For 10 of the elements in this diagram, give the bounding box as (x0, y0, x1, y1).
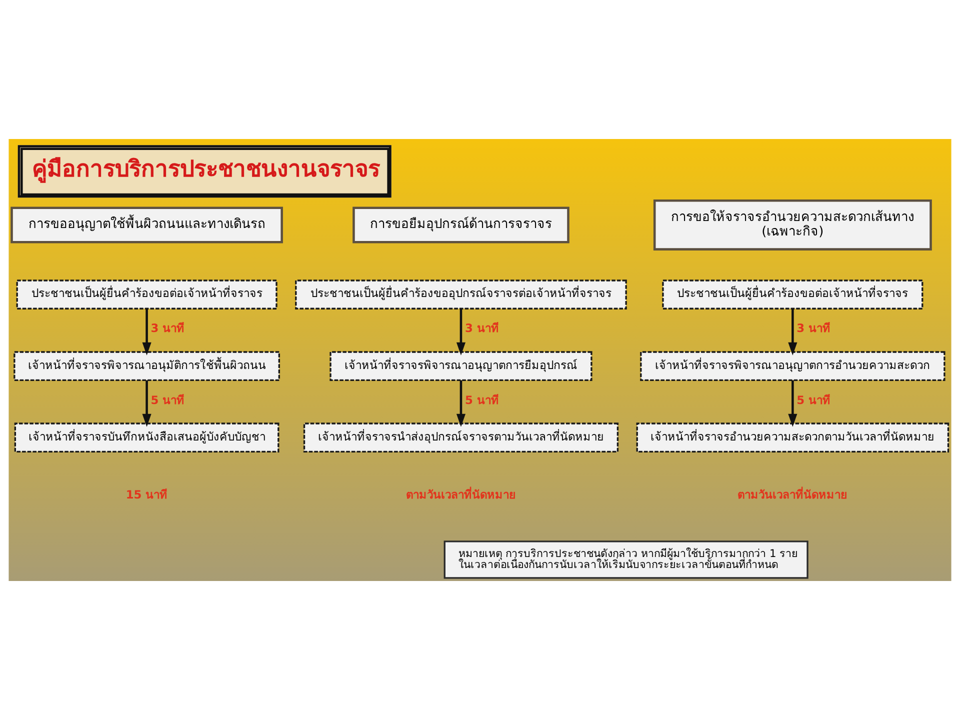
edge-label: 5 นาที (150, 392, 185, 407)
edge-label: 5 นาที (464, 392, 499, 407)
edge-label: 3 นาที (150, 321, 185, 336)
edge-label: 3 นาที (796, 321, 831, 336)
edge-label: 5 นาที (796, 392, 831, 407)
node-label: ตามวันเวลาที่นัดหมาย (738, 487, 848, 502)
node-label: ตามวันเวลาที่นัดหมาย (406, 487, 516, 502)
node-label: 15 นาที (126, 487, 168, 502)
diagram-title: คู่มือการบริการประชาชนงานจราจร (32, 156, 380, 183)
edge-label: 3 นาที (464, 321, 499, 336)
